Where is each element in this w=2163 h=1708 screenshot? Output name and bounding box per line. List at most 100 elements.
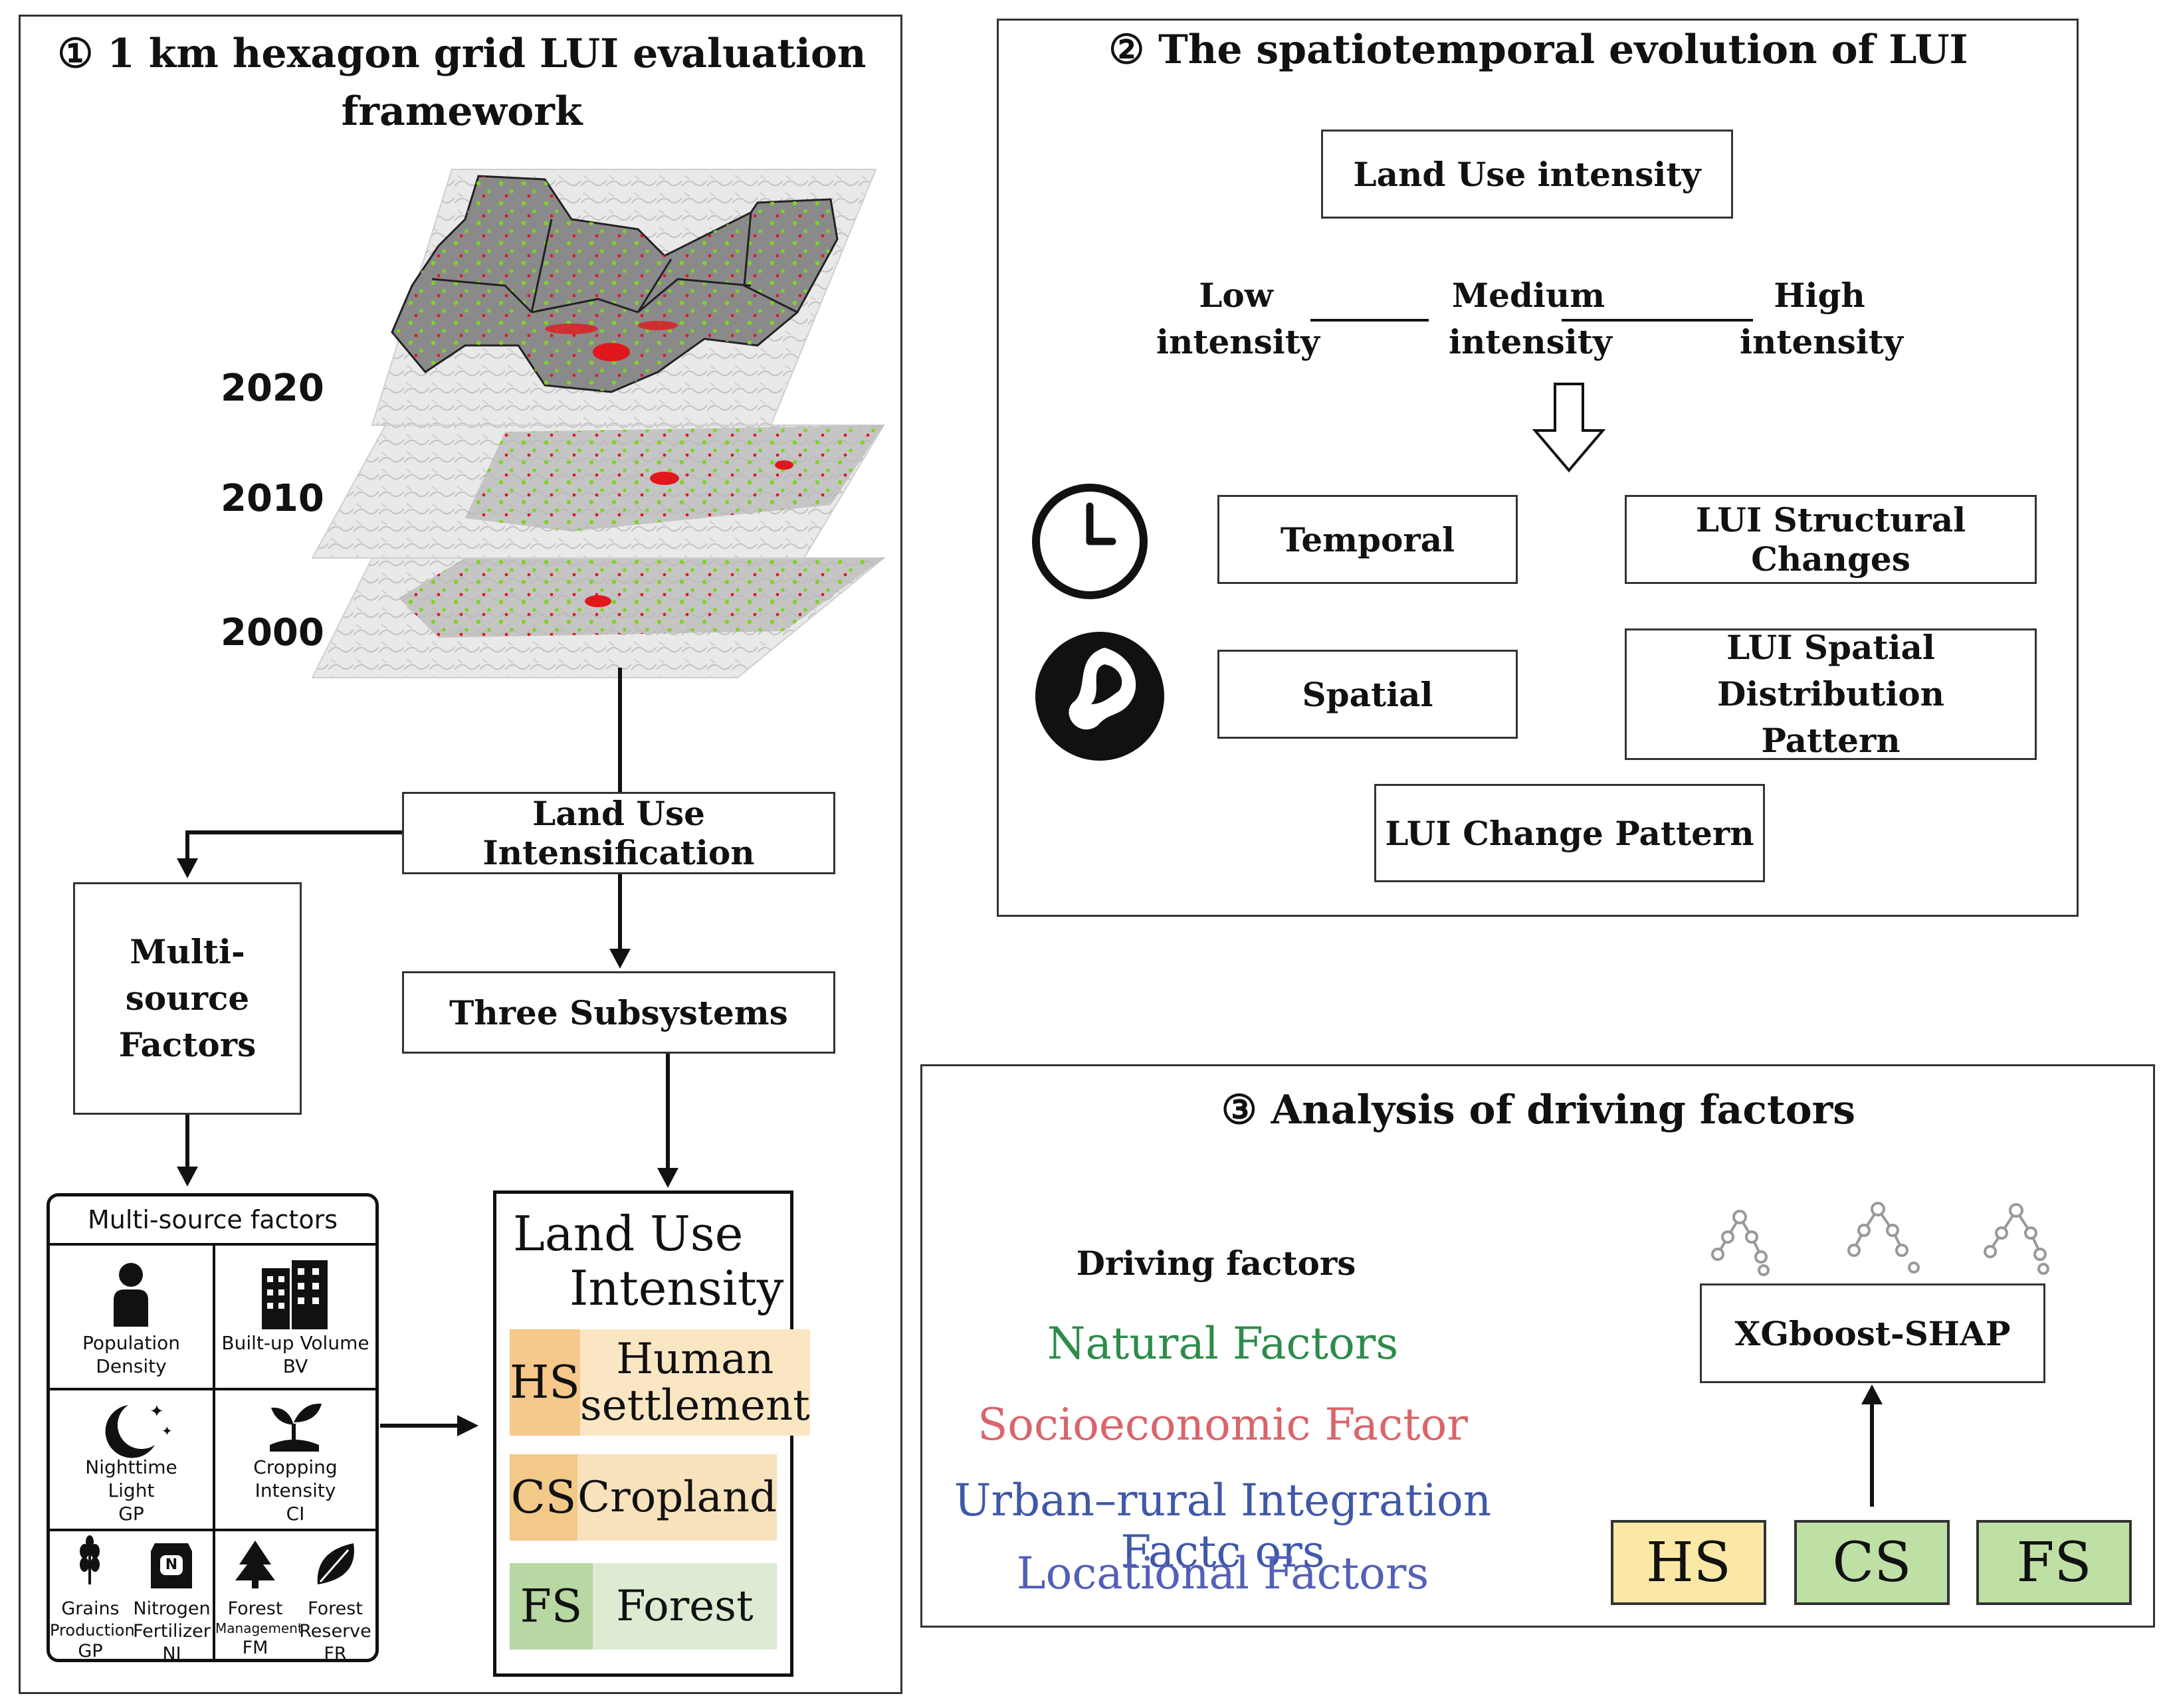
forest-mgmt-abbr: FM (242, 1637, 268, 1658)
urban-rural-integration-label: Urban–rural Integration Factc ors (954, 1475, 1492, 1577)
high-intensity-1: High (1774, 276, 1865, 315)
panel-spatiotemporal (997, 19, 2079, 917)
person-icon (114, 1263, 148, 1327)
medium-intensity-2: intensity (1449, 322, 1612, 361)
cell-forest-management: Forest Management FM (215, 1531, 303, 1659)
year-label-2000: 2000 (221, 611, 324, 654)
lui-hs-code: HS (510, 1329, 580, 1436)
lui-structural-changes-box: LUI Structural Changes (1625, 495, 2037, 584)
panel1-title: ① 1 km hexagon grid LUI evaluation frame… (40, 25, 884, 141)
table-vline (213, 1246, 215, 1659)
population-label: Population (82, 1332, 181, 1354)
panel-lui-framework (19, 15, 902, 1694)
land-use-intensification-box: Land Use Intensification (402, 792, 835, 874)
lui-spatial-distribution-1: LUI Spatial Distribution (1716, 628, 1945, 713)
factors-table-header: Multi-source factors (50, 1196, 375, 1246)
forest-reserve-label-2: Reserve (299, 1620, 371, 1642)
leaf-icon (317, 1543, 354, 1584)
lui-hs-name: Human settlement (579, 1329, 810, 1436)
multi-source-factors-table: Multi-source factors Population Density (47, 1193, 379, 1662)
three-subsystems-label: Three Subsystems (449, 993, 788, 1032)
cell-builtup-volume: Built-up Volume BV (215, 1248, 375, 1388)
socioeconomic-factor-label: Socioeconomic Factor (978, 1399, 1468, 1450)
spatial-label: Spatial (1302, 674, 1433, 714)
panel2-title: ② The spatiotemporal evolution of LUI (1108, 27, 1968, 73)
cropping-abbr: CI (286, 1503, 305, 1525)
xgboost-shap-box: XGboost-SHAP (1700, 1283, 2045, 1383)
lui-hs-name-2: settlement (579, 1381, 810, 1430)
nitrogen-label-2: Fertilizer (133, 1620, 211, 1642)
cell-cropping-intensity: Cropping Intensity CI (215, 1390, 375, 1529)
forest-mgmt-label: Forest (227, 1598, 283, 1619)
lui-cs-code: CS (510, 1454, 578, 1541)
builtup-abbr: BV (282, 1355, 308, 1377)
fs-subsystem-box: FS (1976, 1520, 2132, 1605)
sprout-icon (270, 1403, 322, 1452)
lui-cs-name: Cropland (577, 1454, 777, 1541)
panel-driving-factors (920, 1064, 2155, 1628)
grains-label-2: Production (50, 1620, 135, 1640)
lui-structural-changes-label: LUI Structural Changes (1695, 500, 1966, 579)
lui-row-hs: HS Human settlement (510, 1329, 810, 1436)
fertilizer-bag-icon (151, 1543, 192, 1588)
lui-row-cs: CS Cropland (510, 1454, 777, 1541)
lui-card-title-2: Intensity (569, 1260, 784, 1316)
land-use-intensity-card: Land Use Intensity HS Human settlement C… (493, 1190, 810, 1677)
nighttime-label-2: Light (108, 1479, 155, 1501)
fertilizer-bag-letter: N (165, 1557, 178, 1573)
table-hline-2 (50, 1529, 375, 1531)
cell-population-density: Population Density (50, 1248, 213, 1388)
xgboost-shap-label: XGboost-SHAP (1734, 1313, 2011, 1353)
svg-text:✦: ✦ (161, 1423, 173, 1439)
temporal-label: Temporal (1280, 520, 1455, 559)
temporal-box: Temporal (1217, 495, 1518, 584)
cell-forest-reserve: Forest Reserve FR (295, 1531, 375, 1662)
lui-change-pattern-label: LUI Change Pattern (1385, 813, 1754, 853)
cell-nitrogen-fertilizer: N Nitrogen Fertilizer NI (131, 1531, 213, 1662)
spatial-box: Spatial (1217, 650, 1518, 739)
high-intensity-label: High intensity (1740, 272, 1903, 365)
cropping-label: Cropping (253, 1456, 338, 1478)
natural-factors-label: Natural Factors (1047, 1318, 1399, 1369)
moon-stars-icon: ✦ ✦ (105, 1402, 173, 1458)
multi-source-label-line1: Multi-source (125, 932, 250, 1018)
wheat-icon (80, 1535, 100, 1584)
svg-text:✦: ✦ (150, 1402, 164, 1422)
low-intensity-2: intensity (1156, 322, 1320, 361)
low-intensity-1: Low (1199, 276, 1273, 315)
tree-icon (235, 1541, 275, 1588)
year-label-2020: 2020 (221, 367, 324, 410)
nighttime-abbr: GP (118, 1503, 144, 1525)
medium-intensity-1: Medium (1451, 276, 1605, 315)
nitrogen-abbr: NI (162, 1643, 181, 1662)
lui-change-pattern-box: LUI Change Pattern (1374, 784, 1765, 882)
lui-row-fs: FS Forest (510, 1563, 777, 1650)
forest-mgmt-label-2: Management (215, 1620, 303, 1636)
high-intensity-2: intensity (1740, 322, 1903, 361)
forest-reserve-label: Forest (308, 1598, 363, 1619)
land-use-intensity-label: Land Use intensity (1353, 154, 1701, 194)
driving-factors-heading: Driving factors (1076, 1244, 1356, 1283)
land-use-intensification-label: Land Use Intensification (482, 794, 755, 872)
locational-factors-label: Locational Factors (1016, 1548, 1429, 1599)
lui-spatial-distribution-2: Pattern (1761, 721, 1901, 760)
builtup-label: Built-up Volume (221, 1332, 369, 1354)
cell-nighttime-light: ✦ ✦ Nighttime Light GP (50, 1390, 213, 1529)
lui-card-title-1: Land Use (513, 1206, 744, 1262)
panel1-title-line1: ① 1 km hexagon grid LUI evaluation (57, 31, 867, 77)
multi-source-factors-box: Multi-source Factors (73, 882, 302, 1115)
building-icon (262, 1260, 328, 1329)
nighttime-label: Nighttime (85, 1456, 177, 1478)
cs-subsystem-box: CS (1794, 1520, 1950, 1605)
forest-reserve-abbr: FR (324, 1643, 347, 1662)
land-use-intensity-box: Land Use intensity (1321, 130, 1733, 219)
panel3-title: ③ Analysis of driving factors (1221, 1087, 1856, 1133)
year-label-2010: 2010 (221, 477, 324, 520)
table-hline-1 (50, 1388, 375, 1390)
hs-subsystem-box: HS (1611, 1520, 1766, 1605)
cell-grains-production: Grains Production GP (50, 1531, 135, 1659)
panel1-title-line2: framework (341, 88, 583, 135)
medium-intensity-label: Medium intensity (1449, 272, 1612, 365)
lui-fs-code: FS (510, 1563, 593, 1650)
nitrogen-label: Nitrogen (133, 1598, 211, 1619)
